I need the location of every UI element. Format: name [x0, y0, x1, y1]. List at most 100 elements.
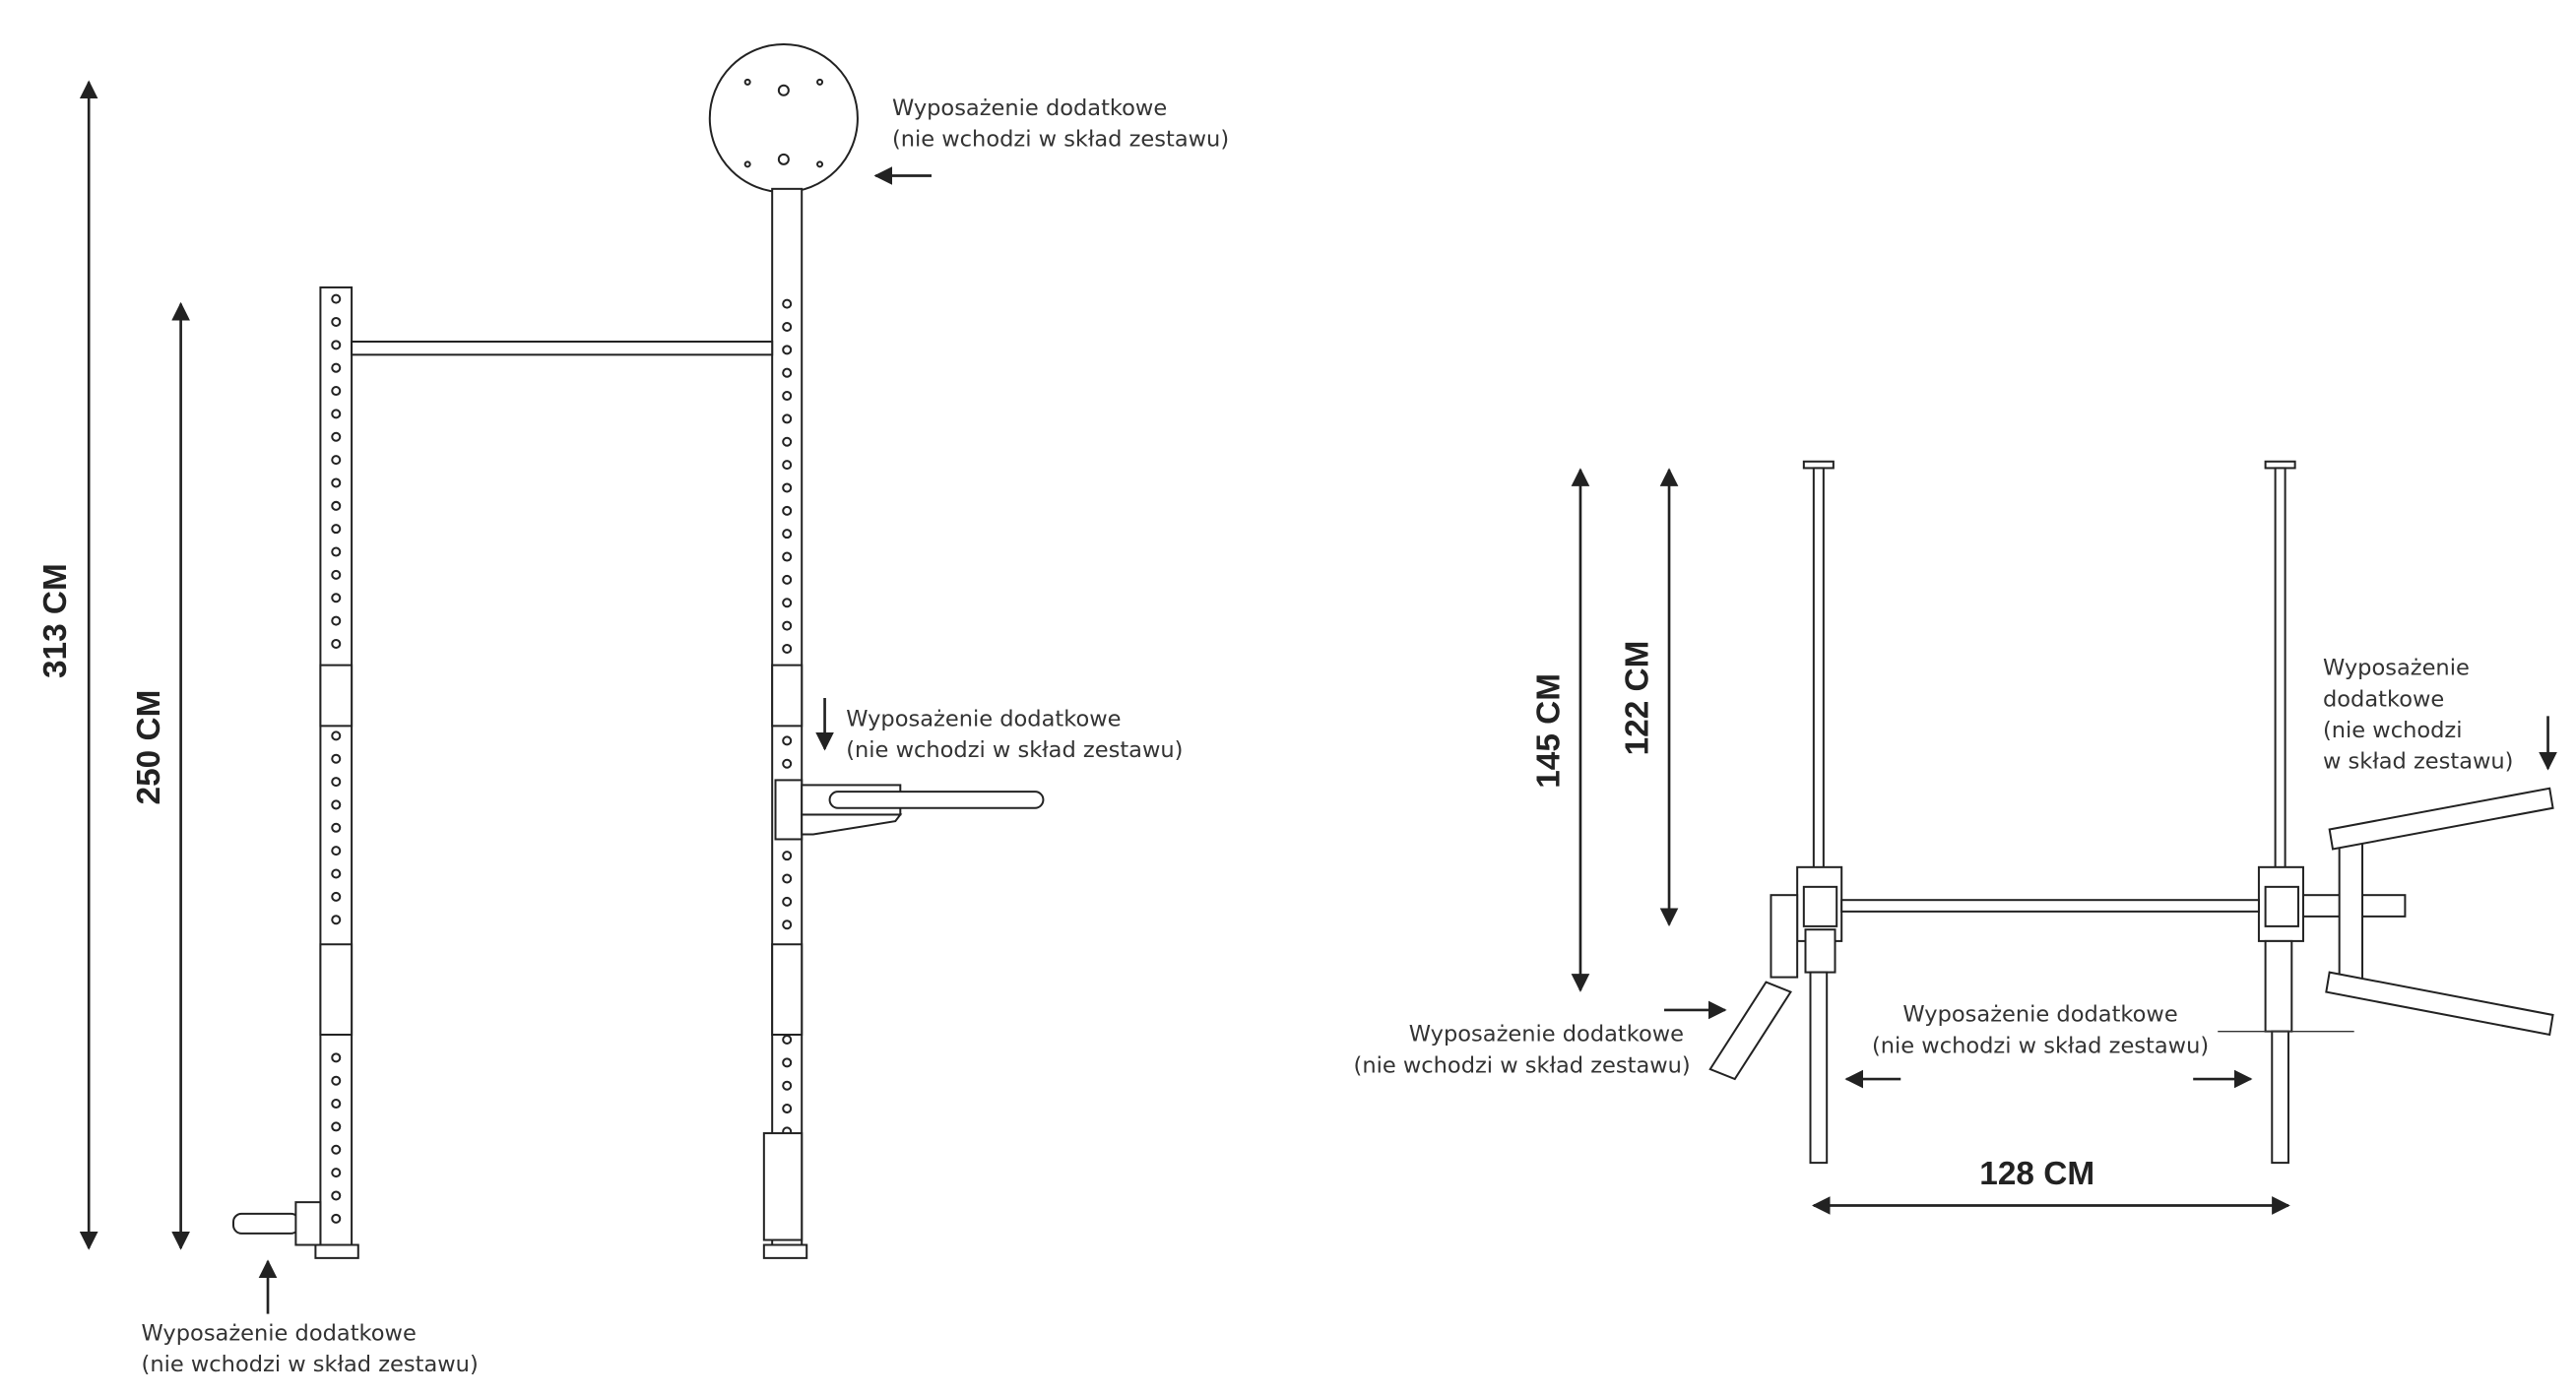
- upright-hole: [782, 1080, 793, 1091]
- upright-hole: [782, 529, 793, 539]
- upright-hole: [331, 386, 342, 397]
- dip-support: [801, 813, 903, 836]
- upright-hole: [331, 730, 342, 741]
- upright-hole: [782, 598, 793, 608]
- target-hole: [777, 153, 790, 165]
- upright-hole: [782, 436, 793, 447]
- upright-hole: [331, 1099, 342, 1110]
- note-dip-top-line2: dodatkowe: [2323, 686, 2444, 712]
- upright-hole: [331, 1190, 342, 1201]
- upright-hole: [331, 500, 342, 511]
- upright-hole: [331, 1144, 342, 1155]
- upright-hole: [331, 753, 342, 764]
- upright-hole: [331, 524, 342, 535]
- upright-joint: [771, 664, 804, 728]
- upright-hole: [331, 477, 342, 488]
- upright-hole: [331, 409, 342, 419]
- left-upright: [319, 286, 354, 1254]
- note-dip-top-line4: w skład zestawu): [2323, 749, 2513, 775]
- upright-hole: [782, 920, 793, 930]
- upright-hole: [331, 1052, 342, 1063]
- note-landmine-line2: (nie wchodzi w skład zestawu): [142, 1352, 479, 1377]
- wall-bracket: [762, 1132, 804, 1241]
- note-center-line1: Wyposażenie dodatkowe: [1902, 1002, 2177, 1028]
- landmine-bracket: [294, 1201, 322, 1246]
- upright-hole: [331, 569, 342, 580]
- landmine-sleeve: [231, 1212, 300, 1235]
- landmine-sleeve: [1708, 981, 1792, 1081]
- upright-hole: [331, 1075, 342, 1086]
- dip-bracket: [774, 779, 804, 841]
- note-dip-top-line3: (nie wchodzi: [2323, 718, 2463, 743]
- wall-arm: [2274, 467, 2286, 872]
- upright-joint: [319, 664, 354, 728]
- upright-hole: [782, 460, 793, 471]
- note-landmine-line1: Wyposażenie dodatkowe: [142, 1320, 417, 1346]
- inner-depth-label: 122 CM: [1619, 641, 1655, 756]
- top-view: 145 CM 122 CM 128 CM Wyposażenie dodatko…: [1354, 460, 2557, 1215]
- upright-hole: [782, 345, 793, 355]
- left-leg: [1809, 971, 1829, 1165]
- upright-hole: [331, 293, 342, 304]
- note-center-line2: (nie wchodzi w skład zestawu): [1872, 1033, 2209, 1058]
- pullup-height-label: 250 CM: [131, 690, 167, 805]
- dip-frame: [2338, 836, 2364, 986]
- note-dip-top-line1: Wyposażenie: [2323, 656, 2470, 681]
- width-label: 128 CM: [1979, 1156, 2094, 1192]
- target-hole: [816, 78, 824, 86]
- base-plate: [314, 1243, 359, 1259]
- j-hook: [771, 943, 804, 1036]
- upright-hole: [331, 822, 342, 833]
- note-landmine-top-line1: Wyposażenie dodatkowe: [1409, 1022, 1684, 1047]
- pullup-bar-top: [1840, 899, 2260, 913]
- upright-hole: [782, 391, 793, 402]
- upright-hole: [782, 551, 793, 562]
- upright-hole: [331, 638, 342, 649]
- note-target-line2: (nie wchodzi w skład zestawu): [892, 126, 1229, 152]
- upright-hole: [782, 735, 793, 746]
- upright-hole: [782, 413, 793, 424]
- upright-hole: [782, 298, 793, 309]
- upright-hole: [331, 455, 342, 466]
- upright-hole: [331, 891, 342, 902]
- note-landmine-top-line2: (nie wchodzi w skład zestawu): [1354, 1052, 1691, 1078]
- upright-hole: [331, 546, 342, 557]
- joint-block: [1804, 928, 1836, 974]
- upright-hole: [782, 482, 793, 493]
- upright-hole: [331, 362, 342, 373]
- upright-hole: [782, 1057, 793, 1068]
- upright-hole: [782, 505, 793, 516]
- outer-depth-label: 145 CM: [1530, 673, 1567, 789]
- target-hole: [777, 84, 790, 96]
- wall-plate: [2264, 460, 2296, 470]
- right-leg: [2271, 1030, 2289, 1165]
- wall-plate: [1802, 460, 1835, 470]
- upright-hole: [331, 1121, 342, 1132]
- wall-ball-target: [708, 43, 859, 194]
- upright-hole: [331, 593, 342, 603]
- target-hole: [816, 160, 824, 168]
- pullup-bar: [351, 340, 774, 356]
- note-dip-line2: (nie wchodzi w skład zestawu): [846, 737, 1183, 763]
- upright-hole: [331, 846, 342, 857]
- upright-holes: [331, 293, 793, 1229]
- upright-hole: [782, 643, 793, 654]
- upright-hole: [782, 758, 793, 769]
- wall-arm: [1812, 467, 1825, 872]
- overall-height-label: 313 CM: [37, 563, 74, 678]
- upright-top: [1802, 885, 1838, 927]
- upright-hole: [331, 340, 342, 350]
- upright-hole: [331, 1168, 342, 1178]
- upright-hole: [331, 777, 342, 788]
- upright-hole: [782, 574, 793, 585]
- upright-hole: [331, 316, 342, 327]
- upright-hole: [782, 1034, 793, 1045]
- target-hole: [743, 78, 751, 86]
- upright-hole: [331, 868, 342, 879]
- upright-hole: [782, 851, 793, 861]
- note-dip-line1: Wyposażenie dodatkowe: [846, 706, 1121, 731]
- upright-hole: [782, 620, 793, 631]
- upright-hole: [782, 321, 793, 332]
- base-plate: [762, 1243, 808, 1259]
- upright-hole: [782, 1104, 793, 1114]
